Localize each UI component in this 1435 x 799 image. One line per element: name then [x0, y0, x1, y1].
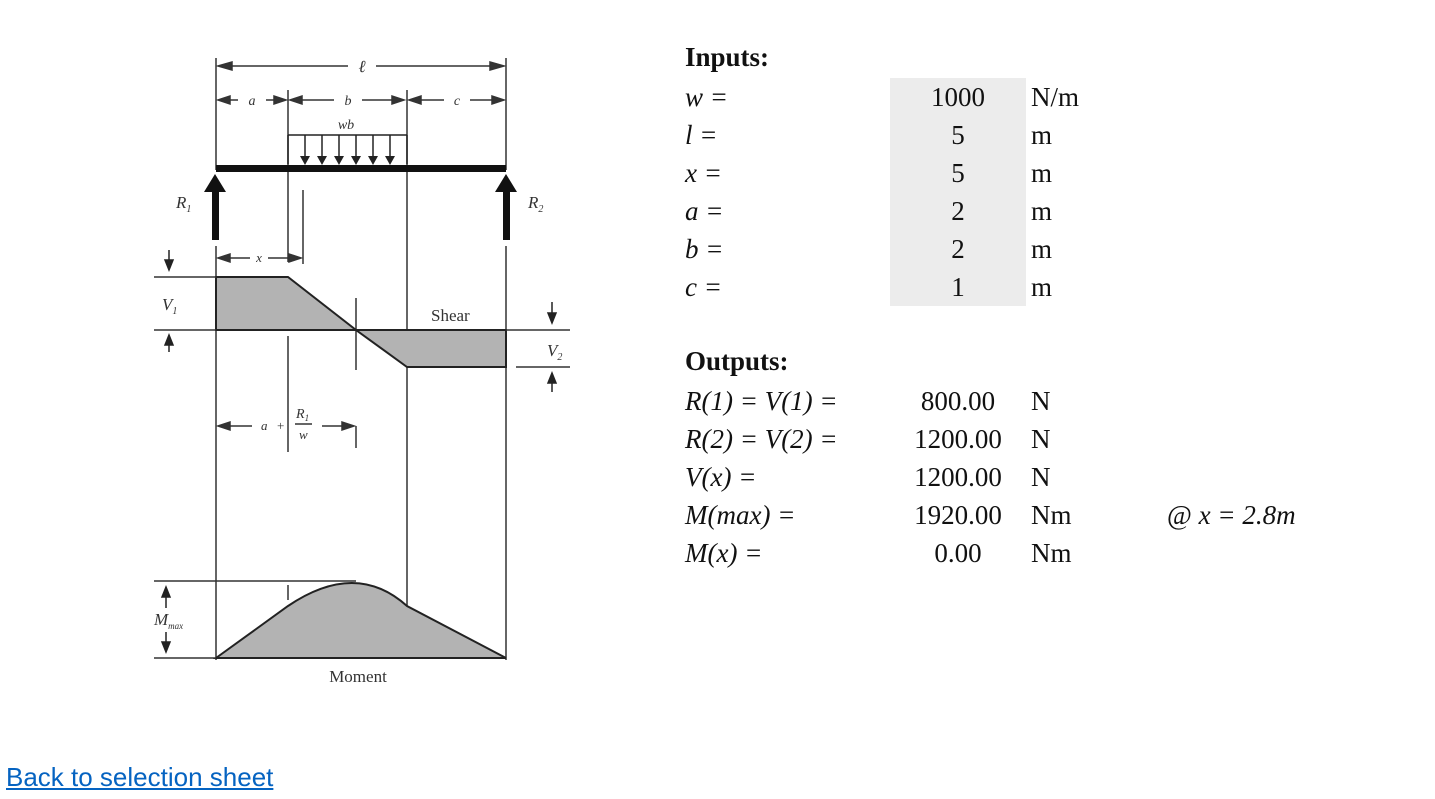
input-name: b = [685, 234, 724, 264]
input-unit: m [1031, 272, 1053, 302]
output-row-mx: M(x) = 0.00 Nm [0, 534, 1435, 572]
input-unit: m [1031, 120, 1053, 150]
output-row-mmax: M(max) = 1920.00 Nm @ x = 2.8m [0, 496, 1435, 534]
output-value: 1200.00 [914, 462, 1002, 492]
output-unit: N [1031, 462, 1051, 492]
label-moment: Moment [329, 667, 387, 686]
input-row-a: a = 2 m [0, 192, 1435, 230]
label-mmax: Mmax [153, 610, 183, 631]
output-row-r2: R(2) = V(2) = 1200.00 N [0, 420, 1435, 458]
output-unit: N [1031, 424, 1051, 454]
label-r2: R2 [527, 193, 543, 215]
mmax-location-note: @ x = 2.8m [1167, 500, 1296, 530]
input-unit: m [1031, 196, 1053, 226]
input-row-l: l = 5 m [0, 116, 1435, 154]
output-name: V(x) = [685, 462, 757, 492]
input-row-w: w = 1000 N/m [0, 78, 1435, 116]
input-name: x = [685, 158, 722, 188]
input-value-cell[interactable]: 1 [890, 268, 1026, 306]
output-value: 1920.00 [914, 500, 1002, 530]
mmax-location-dimension [215, 420, 357, 432]
input-row-c: c = 1 m [0, 268, 1435, 306]
output-name: M(x) = [685, 538, 763, 568]
label-wb: wb [338, 118, 354, 133]
mmax-arrows [160, 584, 172, 655]
outputs-heading: Outputs: [685, 346, 789, 376]
shear-negative-area [352, 329, 507, 368]
label-r1: R1 [175, 193, 191, 215]
label-x: x [255, 250, 262, 265]
input-unit: m [1031, 158, 1053, 188]
output-name: R(2) = V(2) = [685, 424, 838, 454]
label-c: c [454, 94, 461, 109]
input-value-cell[interactable]: 2 [890, 230, 1026, 268]
moment-area [212, 582, 507, 659]
output-value: 800.00 [920, 386, 996, 416]
input-value-cell[interactable]: 5 [890, 154, 1026, 192]
beam [216, 165, 506, 172]
reaction-arrows [204, 174, 517, 240]
input-unit: N/m [1031, 82, 1080, 112]
output-name: M(max) = [685, 500, 796, 530]
input-value-cell[interactable]: 2 [890, 192, 1026, 230]
beam-diagram-svg: ℓ a b c wb [153, 57, 570, 686]
distributed-load [287, 134, 408, 164]
output-unit: Nm [1031, 538, 1072, 568]
label-dist-r: R1 [295, 407, 309, 423]
label-a: a [249, 94, 256, 109]
output-unit: Nm [1031, 500, 1072, 530]
label-v1: V1 [162, 295, 177, 317]
output-unit: N [1031, 386, 1051, 416]
input-unit: m [1031, 234, 1053, 264]
input-value-cell[interactable]: 5 [890, 116, 1026, 154]
input-name: c = [685, 272, 722, 302]
input-name: a = [685, 196, 724, 226]
output-value: 0.00 [934, 538, 982, 568]
input-name: l = [685, 120, 718, 150]
label-dist-a: a [261, 418, 268, 433]
output-value: 1200.00 [914, 424, 1002, 454]
back-to-selection-link[interactable]: Back to selection sheet [6, 762, 274, 792]
label-dist-w: w [299, 427, 308, 442]
beam-diagram: ℓ a b c wb [140, 40, 590, 700]
input-value-cell[interactable]: 1000 [890, 78, 1026, 116]
load-arrowheads [300, 156, 395, 165]
input-name: w = [685, 82, 728, 112]
abc-dimension [215, 94, 507, 106]
label-b: b [345, 94, 352, 109]
input-row-b: b = 2 m [0, 230, 1435, 268]
output-row-r1: R(1) = V(1) = 800.00 N [0, 382, 1435, 420]
label-v2: V2 [547, 341, 562, 363]
label-l: ℓ [358, 57, 365, 76]
input-row-x: x = 5 m [0, 154, 1435, 192]
x-dimension [215, 252, 304, 264]
output-row-vx: V(x) = 1200.00 N [0, 458, 1435, 496]
label-dist-plus: + [277, 418, 284, 433]
inputs-heading: Inputs: [685, 42, 770, 72]
label-shear: Shear [431, 306, 470, 325]
length-dimension [215, 61, 507, 71]
v-arrows [163, 250, 558, 392]
output-name: R(1) = V(1) = [685, 386, 838, 416]
